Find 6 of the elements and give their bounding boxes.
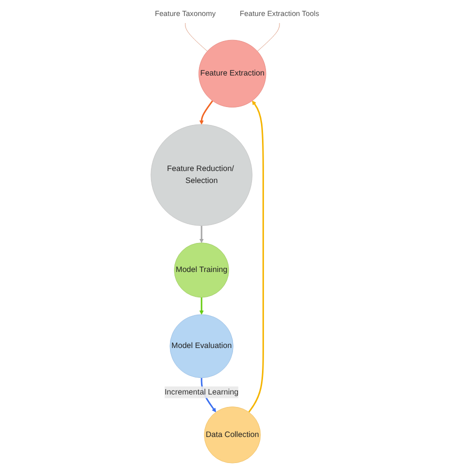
connector (257, 22, 280, 52)
arrow (199, 100, 214, 125)
connector (185, 22, 208, 52)
arrow (199, 226, 204, 244)
arrow (248, 100, 264, 413)
arrow (199, 297, 204, 315)
